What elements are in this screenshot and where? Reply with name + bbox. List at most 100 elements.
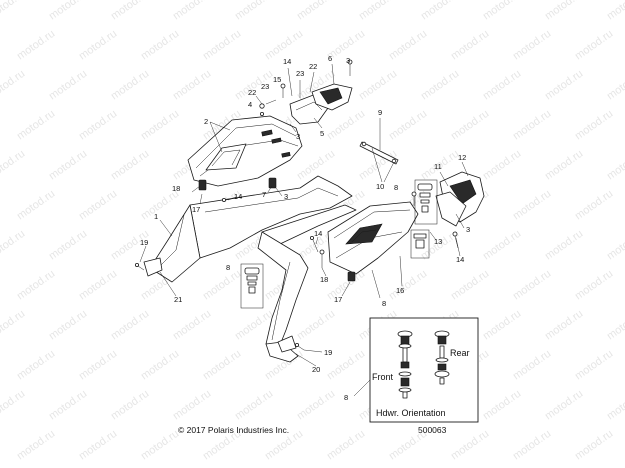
watermark-text: motod.ru (77, 28, 119, 63)
watermark-text: motod.ru (139, 348, 181, 383)
watermark-text: motod.ru (605, 68, 625, 103)
watermark-text: motod.ru (543, 68, 585, 103)
watermark-text: motod.ru (295, 388, 337, 423)
watermark-text: motod.ru (77, 268, 119, 303)
watermark-text: motod.ru (0, 228, 27, 263)
watermark-text: motod.ru (15, 28, 57, 63)
watermark-text: motod.ru (15, 348, 57, 383)
watermark-text: motod.ru (511, 268, 553, 303)
rear-roof-cover (327, 201, 419, 275)
watermark-text: motod.ru (357, 0, 399, 22)
watermark-text: motod.ru (171, 388, 213, 423)
watermark-text: motod.ru (109, 68, 151, 103)
watermark-text: motod.ru (511, 428, 553, 463)
callout-18: 18 (172, 184, 180, 193)
callout-1: 1 (154, 212, 158, 221)
top-hinge-bracket (289, 83, 353, 125)
copyright-text: © 2017 Polaris Industries Inc. (178, 425, 289, 435)
callout-8: 8 (382, 299, 386, 308)
watermark-text: motod.ru (47, 308, 89, 343)
watermark-text: motod.ru (201, 268, 243, 303)
watermark-text: motod.ru (171, 68, 213, 103)
watermark-text: motod.ru (605, 228, 625, 263)
watermark-text: motod.ru (233, 0, 275, 22)
watermark-text: motod.ru (0, 388, 27, 423)
watermark-text: motod.ru (481, 308, 523, 343)
callout-14: 14 (456, 255, 464, 264)
callout-8: 8 (394, 183, 398, 192)
callout-22: 22 (248, 88, 256, 97)
watermark-text: motod.ru (449, 268, 491, 303)
front-label: Front (372, 372, 394, 382)
watermark-text: motod.ru (543, 228, 585, 263)
callout-labels: 2 1 19 21 18 17 14 7 3 3 4 22 23 15 14 2… (140, 54, 470, 402)
watermark-text: motod.ru (77, 188, 119, 223)
bushing-stack-right (414, 179, 438, 225)
callout-12: 12 (458, 153, 466, 162)
watermark-text: motod.ru (419, 0, 461, 22)
watermark-text: motod.ru (295, 0, 337, 22)
callout-10: 10 (376, 182, 384, 191)
callout-3: 3 (466, 225, 470, 234)
callout-3: 3 (346, 56, 350, 65)
watermark-text: motod.ru (481, 148, 523, 183)
leader-lines (139, 63, 469, 397)
watermark-text: motod.ru (47, 148, 89, 183)
callout-23: 23 (261, 82, 269, 91)
watermark-text: motod.ru (387, 28, 429, 63)
watermark-text: motod.ru (325, 268, 367, 303)
callout-8: 8 (344, 393, 348, 402)
watermark-text: motod.ru (15, 108, 57, 143)
watermark-text: motod.ru (0, 68, 27, 103)
watermark-text: motod.ru (543, 0, 585, 22)
watermark-text: motod.ru (605, 388, 625, 423)
callout-8: 8 (226, 263, 230, 272)
rear-hardware-stack (434, 330, 450, 385)
callout-19: 19 (140, 238, 148, 247)
callout-5: 5 (320, 129, 324, 138)
watermark-text: motod.ru (387, 268, 429, 303)
watermark-text: motod.ru (543, 388, 585, 423)
watermark-text: motod.ru (387, 108, 429, 143)
watermark-text: motod.ru (511, 188, 553, 223)
watermark-text: motod.ru (139, 28, 181, 63)
watermark-text: motod.ru (573, 348, 615, 383)
watermark-text: motod.ru (0, 0, 27, 22)
watermark-text: motod.ru (449, 28, 491, 63)
watermark-text: motod.ru (605, 308, 625, 343)
diagram-number: 500063 (418, 425, 447, 435)
strap-bar (359, 141, 399, 165)
callout-19: 19 (324, 348, 332, 357)
watermark-text: motod.ru (47, 0, 89, 22)
callout-2: 2 (204, 117, 208, 126)
watermark-text: motod.ru (109, 148, 151, 183)
watermark-text: motod.ru (201, 348, 243, 383)
watermark-text: motod.ru (295, 308, 337, 343)
watermark-text: motod.ru (47, 68, 89, 103)
watermark-text: motod.ru (0, 148, 27, 183)
watermark-text: motod.ru (573, 428, 615, 463)
watermark-text: motod.ru (449, 108, 491, 143)
rear-label: Rear (450, 348, 470, 358)
callout-22: 22 (309, 62, 317, 71)
callout-7: 7 (262, 190, 266, 199)
roof-frame (149, 175, 357, 363)
watermark-text: motod.ru (77, 108, 119, 143)
callout-21: 21 (174, 295, 182, 304)
callout-9: 9 (378, 108, 382, 117)
watermark-text: motod.ru (15, 188, 57, 223)
hardware-orientation-inset: Front Rear Hdwr. Orientation (369, 317, 479, 423)
watermark-text: motod.ru (481, 68, 523, 103)
front-roof-cover (187, 115, 303, 187)
watermark-text: motod.ru (77, 348, 119, 383)
watermark-text: motod.ru (109, 0, 151, 22)
callout-4: 4 (248, 100, 252, 109)
watermark-text: motod.ru (573, 108, 615, 143)
front-hardware-stack (397, 330, 413, 399)
watermark-text: motod.ru (573, 268, 615, 303)
watermark-text: motod.ru (543, 308, 585, 343)
watermark-text: motod.ru (481, 0, 523, 22)
watermark-text: motod.ru (171, 0, 213, 22)
watermark-text: motod.ru (233, 388, 275, 423)
